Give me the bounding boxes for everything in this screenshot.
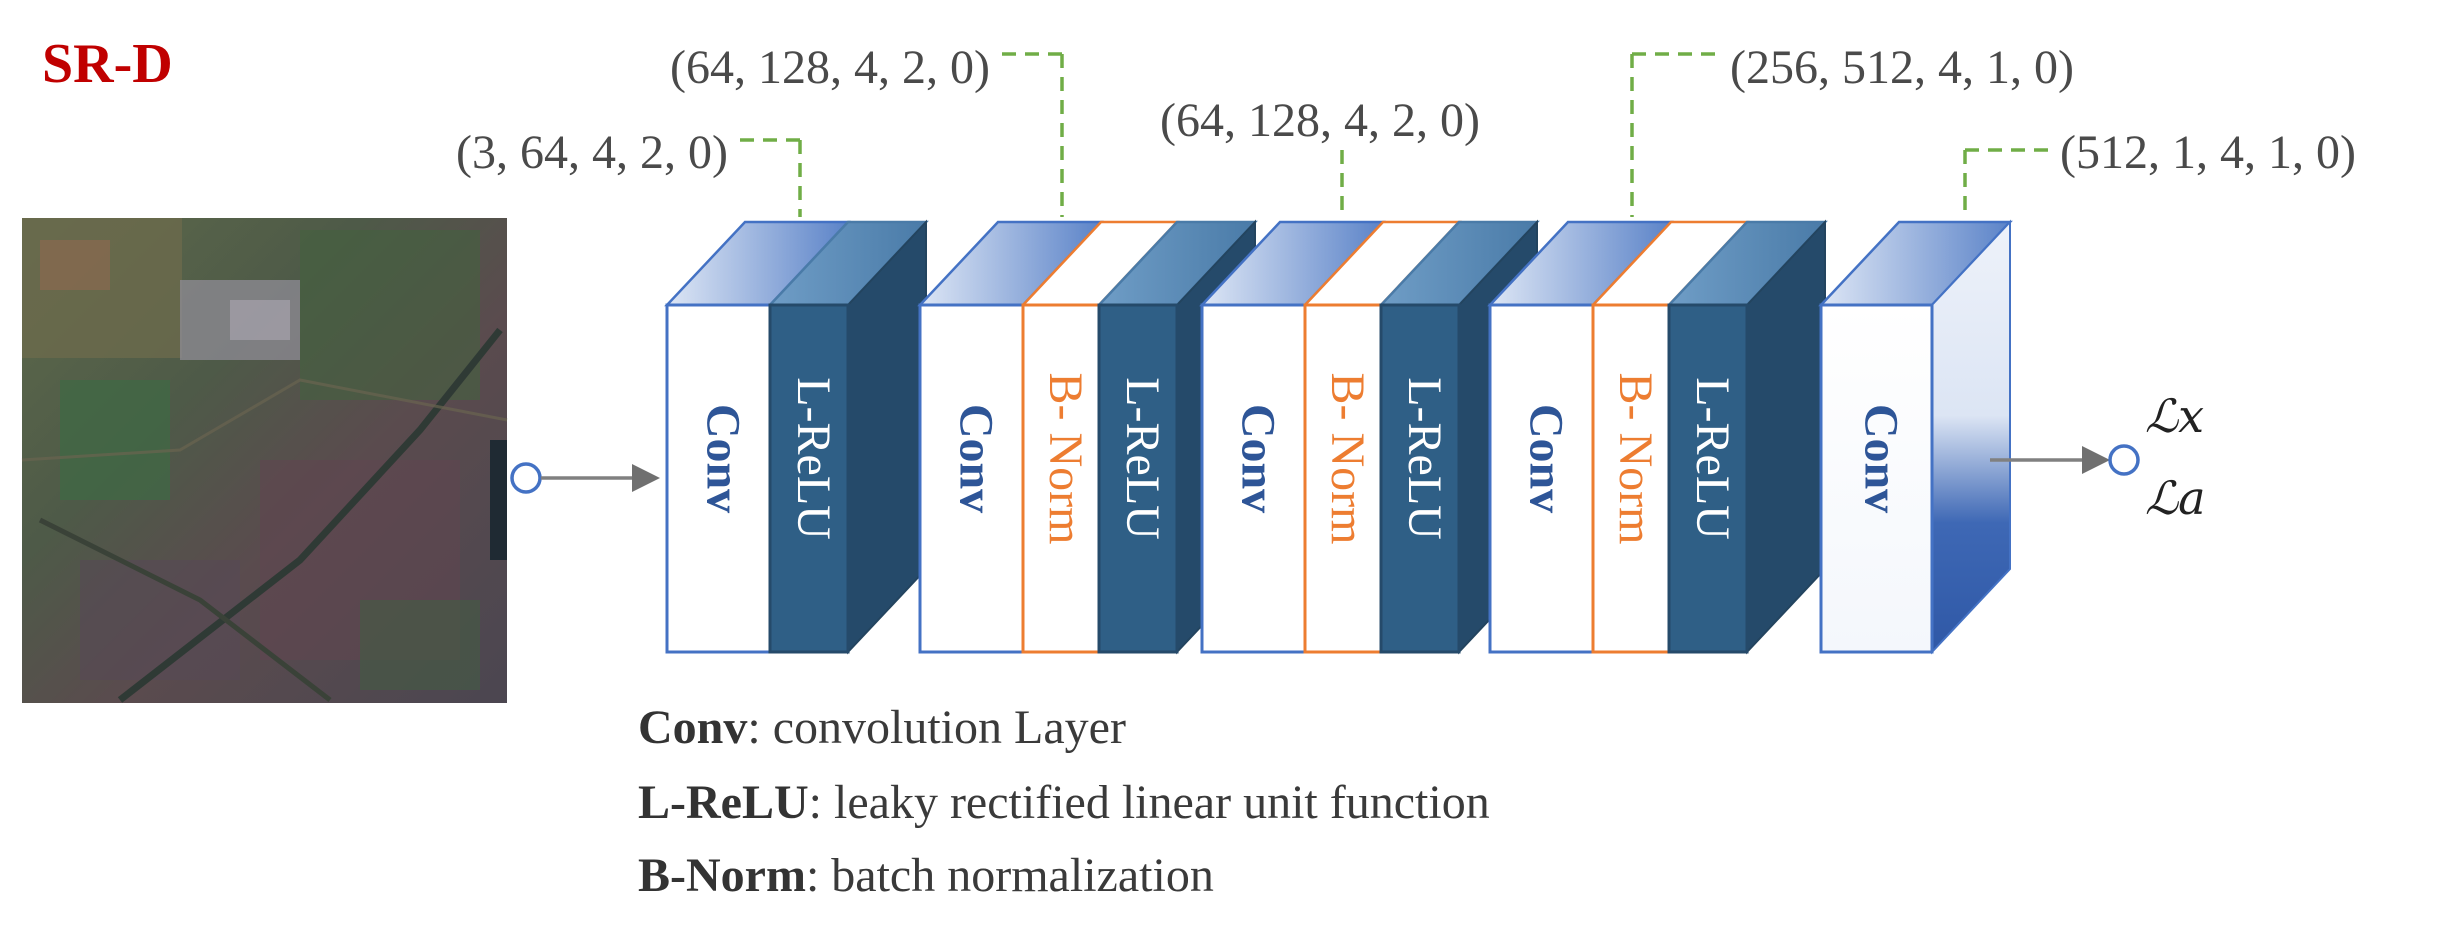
param-annotation-4: (256, 512, 4, 1, 0) <box>1630 41 2074 217</box>
block-2-label-lrelu: L-ReLU <box>1116 377 1169 540</box>
block-1-layer-lrelu <box>768 303 850 654</box>
param-label-3: (64, 128, 4, 2, 0) <box>1160 94 1480 147</box>
legend-lrelu: L-ReLU: leaky rectified linear unit func… <box>638 775 1490 830</box>
block-5-layer-conv <box>1819 303 1934 654</box>
block-2-label-bnorm: B- Norm <box>1039 373 1092 545</box>
output-arrow <box>1990 444 2140 476</box>
input-satellite-image <box>21 218 508 703</box>
legend-conv-desc: : convolution Layer <box>747 701 1126 754</box>
block-1-layer-conv <box>665 303 772 654</box>
param-annotation-1: (3, 64, 4, 2, 0) <box>456 126 802 217</box>
param-annotation-2: (64, 128, 4, 2, 0) <box>670 41 1064 217</box>
legend-bnorm-term: B-Norm <box>638 849 806 902</box>
output-loss-a: ℒa <box>2145 471 2206 525</box>
block-3-label-bnorm: B- Norm <box>1321 373 1374 545</box>
legend-bnorm-desc: : batch normalization <box>805 849 1214 902</box>
block-3-layer-lrelu <box>1379 303 1461 654</box>
block-2-layer-conv <box>918 303 1025 654</box>
block-4-label-bnorm: B- Norm <box>1609 373 1662 545</box>
title: SR-D <box>42 33 173 95</box>
block-4-label-conv: Conv <box>1519 404 1572 513</box>
block-5: Conv <box>1818 219 2013 655</box>
input-arrow <box>510 462 660 494</box>
param-label-4: (256, 512, 4, 1, 0) <box>1730 41 2074 94</box>
block-2-layer-lrelu <box>1097 303 1179 654</box>
block-1-label-lrelu: L-ReLU <box>787 377 840 540</box>
legend-conv-term: Conv <box>638 701 748 754</box>
param-annotation-5: (512, 1, 4, 1, 0) <box>1963 126 2356 217</box>
param-annotation-3: (64, 128, 4, 2, 0) <box>1160 94 1480 217</box>
legend-bnorm: B-Norm: batch normalization <box>638 848 1214 903</box>
block-4: Conv B- Norm L-ReLU <box>1487 219 1828 655</box>
block-5-label-conv: Conv <box>1854 404 1907 513</box>
block-3-layer-conv <box>1200 303 1307 654</box>
legend-lrelu-term: L-ReLU <box>638 776 809 829</box>
block-3-label-conv: Conv <box>1231 404 1284 513</box>
block-4-layer-lrelu <box>1667 303 1749 654</box>
param-label-1: (3, 64, 4, 2, 0) <box>456 126 728 179</box>
block-1: Conv L-ReLU <box>664 219 929 655</box>
param-label-5: (512, 1, 4, 1, 0) <box>2060 126 2356 179</box>
block-3-layer-bnorm <box>1303 303 1383 654</box>
block-4-layer-bnorm <box>1591 303 1671 654</box>
legend-conv: Conv: convolution Layer <box>638 700 1126 755</box>
block-4-layer-conv <box>1488 303 1595 654</box>
block-1-label-conv: Conv <box>696 404 749 513</box>
block-3: Conv B- Norm L-ReLU <box>1199 219 1540 655</box>
block-3-label-lrelu: L-ReLU <box>1398 377 1451 540</box>
output-loss-x: ℒx <box>2145 389 2204 443</box>
block-2-label-conv: Conv <box>949 404 1002 513</box>
legend-lrelu-desc: : leaky rectified linear unit function <box>808 776 1490 829</box>
block-4-label-lrelu: L-ReLU <box>1686 377 1739 540</box>
param-label-2: (64, 128, 4, 2, 0) <box>670 41 990 94</box>
